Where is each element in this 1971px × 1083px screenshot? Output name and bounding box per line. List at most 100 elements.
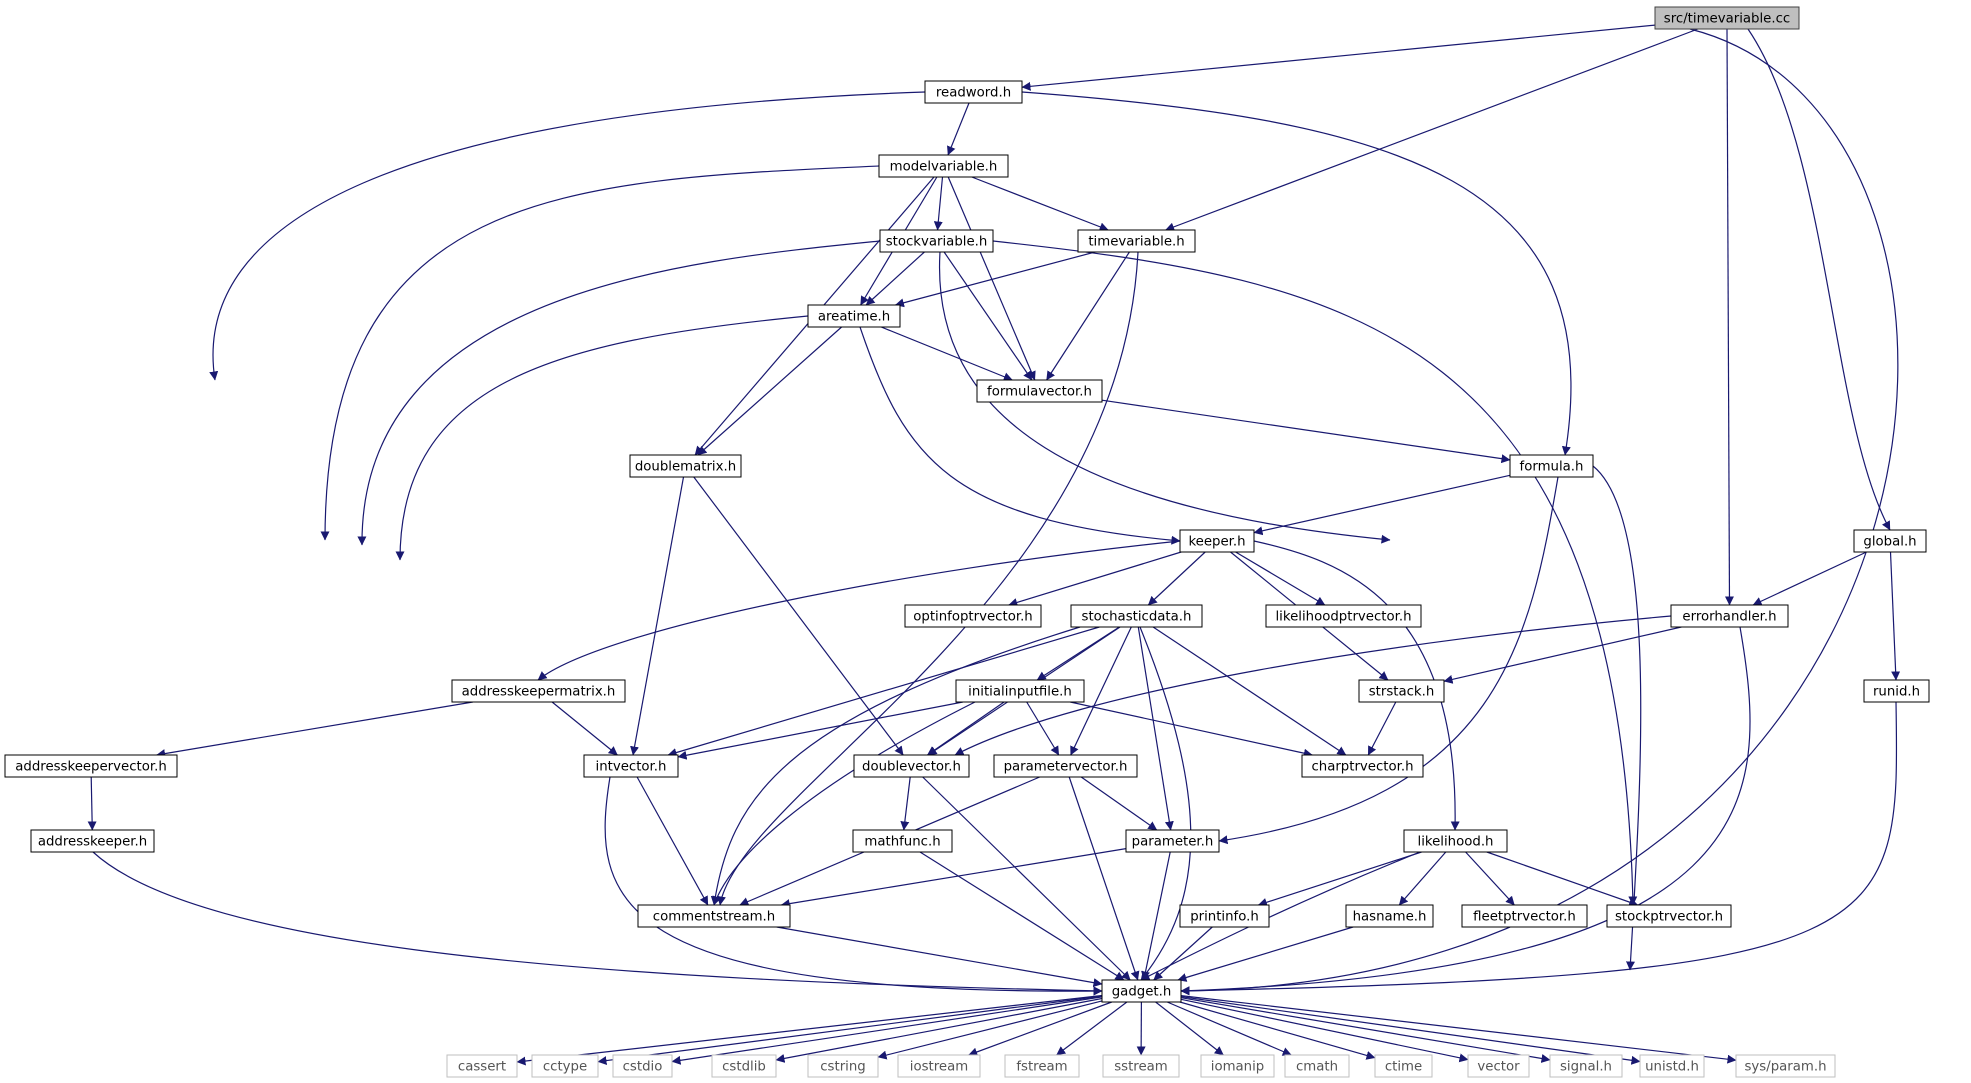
node-runid[interactable]: runid.h [1863, 679, 1930, 703]
node-mathfunc[interactable]: mathfunc.h [852, 829, 953, 853]
node-iostream[interactable]: iostream [897, 1054, 981, 1078]
node-signal[interactable]: signal.h [1549, 1054, 1623, 1078]
node-areatime[interactable]: areatime.h [807, 304, 901, 328]
node-initialinputfile[interactable]: initialinputfile.h [955, 679, 1085, 703]
node-cassert[interactable]: cassert [446, 1054, 518, 1078]
node-parametervector[interactable]: parametervector.h [993, 754, 1138, 778]
node-iomanip[interactable]: iomanip [1200, 1054, 1275, 1078]
edge-runid-to-gadget [1180, 701, 1898, 996]
node-box [1670, 604, 1789, 628]
node-label: ctime [1385, 1060, 1422, 1075]
node-box [629, 454, 742, 478]
node-optinfoptrvector[interactable]: optinfoptrvector.h [904, 604, 1042, 628]
node-formula[interactable]: formula.h [1509, 454, 1594, 478]
node-label: fstream [1016, 1060, 1067, 1075]
node-label: initialinputfile.h [968, 685, 1072, 700]
edge-doublevector-to-gadget [922, 776, 1131, 981]
edge-errorhandler-to-strstack [1443, 626, 1682, 684]
edge-initialinputfile-to-doublevector [927, 701, 1005, 756]
node-label: formula.h [1520, 460, 1584, 475]
node-sstream[interactable]: sstream [1102, 1054, 1180, 1078]
node-label: optinfoptrvector.h [913, 610, 1032, 625]
edge-modelvariable-to-commentstream [320, 165, 880, 541]
node-modelvariable[interactable]: modelvariable.h [878, 154, 1009, 178]
node-label: parameter.h [1132, 835, 1214, 850]
edge-likelihood-to-hasname [1398, 851, 1447, 906]
node-box [30, 829, 155, 853]
node-label: sstream [1114, 1060, 1168, 1075]
node-parameter[interactable]: parameter.h [1125, 829, 1220, 853]
node-addresskeepermatrix[interactable]: addresskeepermatrix.h [451, 679, 626, 703]
edge-timevariable_h-to-areatime [894, 251, 1096, 308]
node-label: cmath [1296, 1060, 1338, 1075]
node-box [1102, 1054, 1180, 1078]
node-box [853, 754, 970, 778]
edge-gadget-to-cctype [597, 995, 1103, 1066]
node-label: unistd.h [1645, 1060, 1699, 1075]
node-fstream[interactable]: fstream [1004, 1054, 1080, 1078]
node-box [1077, 229, 1196, 253]
node-charptrvector[interactable]: charptrvector.h [1301, 754, 1424, 778]
node-label: errorhandler.h [1682, 610, 1776, 625]
node-commentstream[interactable]: commentstream.h [637, 904, 791, 928]
node-stockvariable[interactable]: stockvariable.h [879, 229, 994, 253]
node-hasname[interactable]: hasname.h [1345, 904, 1434, 928]
node-likelihoodptrvector[interactable]: likelihoodptrvector.h [1265, 604, 1422, 628]
node-printinfo[interactable]: printinfo.h [1179, 904, 1270, 928]
edge-addresskeepermatrix-to-addresskeepervector [156, 701, 473, 759]
edge-hasname-to-gadget [1177, 926, 1354, 982]
node-box [1461, 904, 1588, 928]
node-label: cstdio [623, 1060, 663, 1075]
node-label: src/timevariable.cc [1664, 12, 1790, 27]
node-addresskeepervector[interactable]: addresskeepervector.h [4, 754, 178, 778]
node-cstdio[interactable]: cstdio [612, 1054, 673, 1078]
node-vector[interactable]: vector [1467, 1054, 1530, 1078]
node-keeper[interactable]: keeper.h [1179, 529, 1255, 553]
edge-timevariable_cc-to-global [1747, 28, 1891, 531]
node-label: cctype [543, 1060, 587, 1075]
node-box [1179, 904, 1270, 928]
node-stockptrvector[interactable]: stockptrvector.h [1606, 904, 1732, 928]
node-box [531, 1054, 599, 1078]
node-fleetptrvector[interactable]: fleetptrvector.h [1461, 904, 1588, 928]
edge-global-to-runid [1889, 551, 1901, 681]
node-doublevector[interactable]: doublevector.h [853, 754, 970, 778]
edge-stochasticdata-to-parametervector [1070, 626, 1132, 756]
edge-timevariable_h-to-commentstream [717, 251, 1139, 906]
node-ctime[interactable]: ctime [1374, 1054, 1433, 1078]
node-timevariable-h[interactable]: timevariable.h [1077, 229, 1196, 253]
edge-stochasticdata-to-parameter [1137, 626, 1174, 831]
node-label: vector [1477, 1060, 1520, 1075]
node-cstring[interactable]: cstring [807, 1054, 879, 1078]
edge-parametervector-to-gadget [1068, 776, 1140, 981]
node-box [1358, 679, 1445, 703]
node-label: intvector.h [596, 760, 667, 775]
node-sysparam[interactable]: sys/param.h [1735, 1054, 1836, 1078]
node-cmath[interactable]: cmath [1284, 1054, 1350, 1078]
node-gadget[interactable]: gadget.h [1101, 979, 1182, 1003]
node-doublematrix[interactable]: doublematrix.h [629, 454, 742, 478]
edge-keeper-to-optinfoptrvector [1008, 551, 1182, 607]
edge-stochasticdata-to-commentstream [710, 626, 1081, 906]
node-label: fleetptrvector.h [1473, 910, 1576, 925]
node-formulavector[interactable]: formulavector.h [976, 379, 1103, 403]
edge-gadget-to-vector [1180, 998, 1469, 1063]
edge-keeper-to-likelihoodptrvector [1235, 551, 1326, 606]
node-box [1284, 1054, 1350, 1078]
node-unistd[interactable]: unistd.h [1639, 1054, 1705, 1078]
node-global[interactable]: global.h [1853, 529, 1927, 553]
node-addresskeeper[interactable]: addresskeeper.h [30, 829, 155, 853]
node-stochasticdata[interactable]: stochasticdata.h [1070, 604, 1203, 628]
node-box [904, 604, 1042, 628]
node-timevariable-cc[interactable]: src/timevariable.cc [1654, 6, 1800, 30]
node-intvector[interactable]: intvector.h [583, 754, 679, 778]
node-errorhandler[interactable]: errorhandler.h [1670, 604, 1789, 628]
node-strstack[interactable]: strstack.h [1358, 679, 1445, 703]
node-likelihood[interactable]: likelihood.h [1403, 829, 1508, 853]
node-cctype[interactable]: cctype [531, 1054, 599, 1078]
edge-intvector-to-gadget [604, 776, 1103, 996]
node-box [1125, 829, 1220, 853]
edge-timevariable_cc-to-timevariable_h [1165, 28, 1699, 232]
node-cstdlib[interactable]: cstdlib [711, 1054, 777, 1078]
node-readword[interactable]: readword.h [924, 80, 1023, 104]
